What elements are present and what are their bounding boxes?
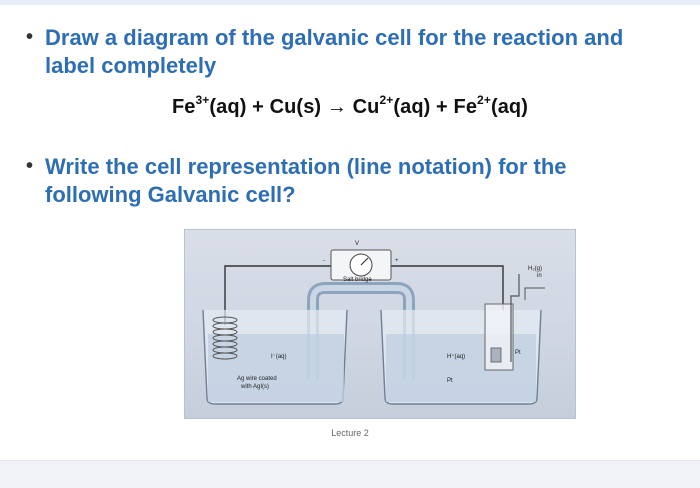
voltmeter-minus: - — [323, 258, 325, 264]
pt-top-label: Pt — [515, 350, 521, 356]
hydrogen-electrode — [484, 274, 545, 371]
voltmeter-plus: + — [395, 258, 399, 264]
voltmeter — [330, 249, 392, 281]
bullet-2-line-1: Write the cell representation (line nota… — [45, 154, 567, 179]
eq-fe2-charge: 2+ — [477, 93, 491, 107]
h2-label: H₂(g) — [528, 266, 542, 272]
bullet-2-line-2: following Galvanic cell? — [45, 182, 296, 207]
ag-coil-electrode — [212, 316, 238, 360]
pt-bottom-label: Pt — [447, 378, 453, 384]
bullet-1-line-1: Draw a diagram of the galvanic cell for … — [45, 25, 624, 50]
eq-fe3-charge: 3+ — [195, 93, 210, 107]
footer-label: Lecture 2 — [331, 428, 369, 438]
left-wire — [224, 265, 331, 325]
eq-part-2: (aq) + Fe — [393, 96, 478, 118]
bullet-marker-2: • — [26, 155, 34, 177]
voltmeter-label: V — [355, 241, 359, 247]
eq-cu-charge: 2+ — [379, 93, 394, 107]
h2-in-label: in — [537, 273, 542, 279]
left-beaker — [202, 309, 348, 405]
bullet-marker-1: • — [26, 26, 34, 48]
eq-part-3: (aq) — [490, 96, 528, 118]
bullet-1-text: Draw a diagram of the galvanic cell for … — [45, 24, 623, 80]
right-wire — [391, 265, 504, 310]
galvanic-cell-diagram: V - + Salt bridge I⁻(aq) — [202, 241, 545, 405]
bullet-2-text: Write the cell representation (line nota… — [45, 153, 567, 209]
bullet-1-line-2: label completely — [45, 53, 217, 78]
electrode-label-line-2: with AgI(s) — [240, 384, 269, 390]
salt-bridge-label: Salt bridge — [343, 277, 372, 283]
reaction-equation: Fe3+(aq) + Cu(s) → Cu2+(aq) + Fe2+(aq) — [0, 93, 700, 119]
eq-fe: Fe — [171, 96, 196, 118]
bottom-bar — [0, 460, 700, 488]
galvanic-cell-figure: V - + Salt bridge I⁻(aq) — [184, 229, 576, 419]
electrode-label-line-1: Ag wire coated — [237, 376, 277, 382]
eq-part-1: (aq) + Cu(s) → Cu — [209, 96, 380, 118]
top-strip — [0, 0, 700, 5]
right-solution-label: H⁺(aq) — [447, 353, 465, 360]
left-solution-label: I⁻(aq) — [271, 354, 287, 360]
